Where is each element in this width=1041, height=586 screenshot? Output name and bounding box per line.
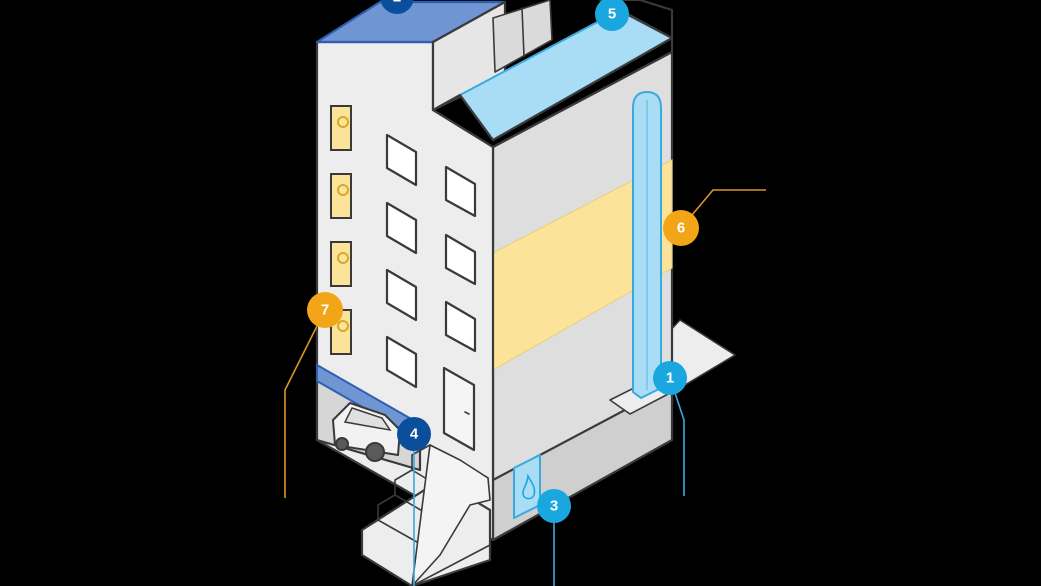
badge-7-label: 7 xyxy=(321,302,329,319)
badge-6-label: 6 xyxy=(677,220,685,237)
callout-1[interactable]: 1 xyxy=(653,361,687,395)
badge-3-circle xyxy=(537,489,571,523)
callout-6[interactable]: 6 xyxy=(663,210,699,246)
callout-4[interactable]: 4 xyxy=(397,417,431,451)
badge-4-circle xyxy=(397,417,431,451)
callout-7[interactable]: 7 xyxy=(307,292,343,328)
badge-5-circle xyxy=(595,0,629,31)
callout-2[interactable]: 2 xyxy=(380,0,414,14)
front-door xyxy=(442,366,476,452)
door-split xyxy=(521,7,525,57)
front-stairs xyxy=(360,444,492,586)
badge-7-circle xyxy=(307,292,343,328)
door-handle xyxy=(464,411,470,415)
car-icon xyxy=(332,402,401,462)
badge-2-label: 2 xyxy=(393,0,401,6)
callout-3[interactable]: 3 xyxy=(537,489,571,523)
leader-7 xyxy=(284,309,326,498)
badge-1-label: 1 xyxy=(666,370,674,387)
badge-6-circle xyxy=(663,210,699,246)
badge-5-label: 5 xyxy=(608,6,616,23)
parapet-top xyxy=(431,0,674,149)
badge-3-label: 3 xyxy=(550,498,558,515)
badge-1-circle xyxy=(653,361,687,395)
front-windows xyxy=(385,133,477,389)
badge-4-label: 4 xyxy=(410,426,419,443)
callout-5[interactable]: 5 xyxy=(595,0,629,31)
badge-2-circle xyxy=(380,0,414,14)
